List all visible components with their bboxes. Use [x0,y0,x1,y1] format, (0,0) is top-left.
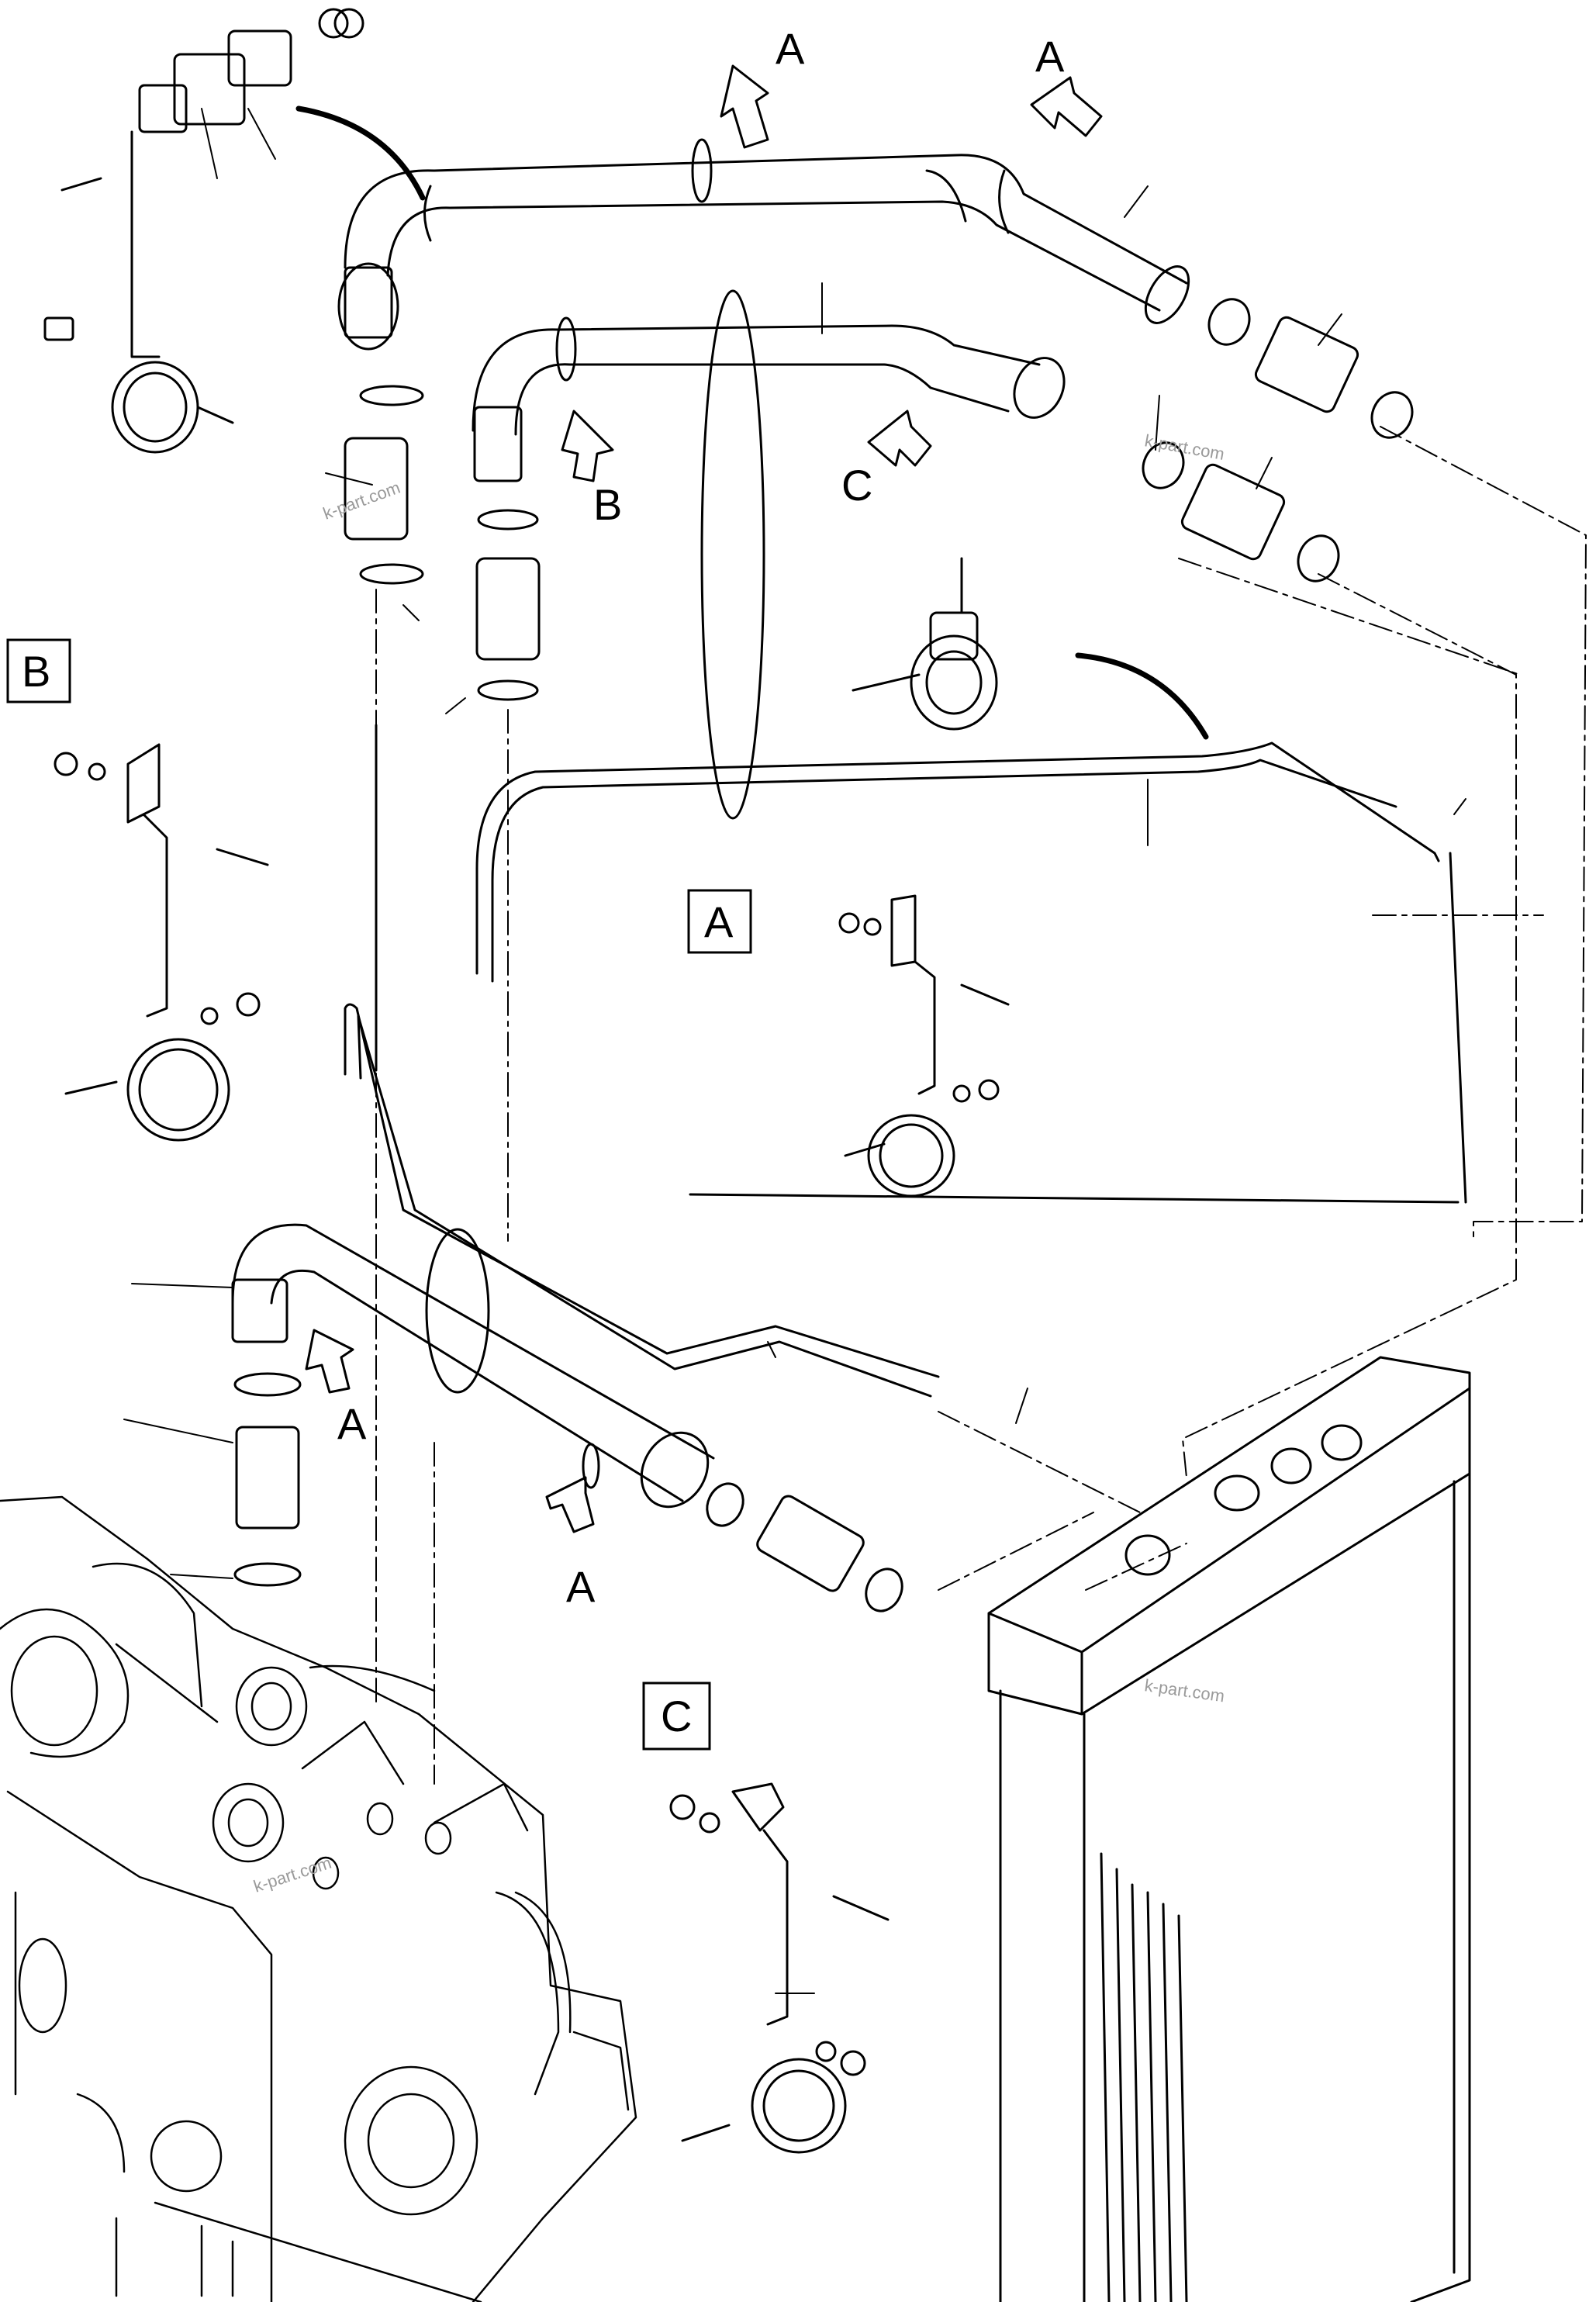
bracket-detail-c [669,1782,890,2154]
metal-tube-lower [344,1003,1460,1398]
watermark-1: k-part.com [320,478,402,524]
short-hose-column-mid [475,509,541,701]
clamp-bracket-center [852,557,998,731]
radiator [987,1356,1471,2302]
bracket-detail-a [838,894,1010,1198]
view-arrows [305,64,1103,1533]
upper-hose-assembly [337,138,1190,351]
watermark-3: k-part.com [1143,1675,1225,1706]
view-label-a4: A [566,1562,596,1611]
view-arrow-a2 [1030,76,1103,137]
detail-box-a: A [687,889,752,954]
lower-short-hose [233,1372,302,1587]
view-arrow-b [561,410,614,482]
detail-box-c: C [642,1682,711,1751]
watermark-2: k-part.com [1143,430,1226,464]
view-label-a3: A [337,1399,367,1448]
view-label-texts: A A B C A A [337,24,1065,1611]
leader-lines [123,108,1466,1994]
upper-hose-2 [472,316,1066,482]
view-label-c: C [841,461,872,510]
detail-box-c-label: C [661,1692,692,1740]
detail-box-a-label: A [704,897,734,946]
detail-boxes: B A C [6,638,752,1751]
view-label-a2: A [1035,32,1065,81]
detail-box-b: B [6,638,71,703]
upper-right-connector-hoses [1142,298,1414,582]
connection-lines [375,426,1587,1785]
view-label-b: B [593,480,622,529]
detail-box-b-label: B [22,647,50,696]
view-arrow-a3 [305,1329,354,1394]
view-label-a1: A [776,24,805,73]
engine-block [0,1495,637,2302]
lower-hose-assembly [231,1223,903,1612]
view-arrow-a1 [720,64,769,149]
watermark-4: k-part.com [251,1853,334,1896]
view-arrow-c [867,410,932,467]
metal-tube-middle [475,289,1467,1204]
view-arrow-a4 [545,1476,595,1533]
clamp-assembly-top-left [43,8,364,454]
bracket-detail-b [54,743,269,1142]
